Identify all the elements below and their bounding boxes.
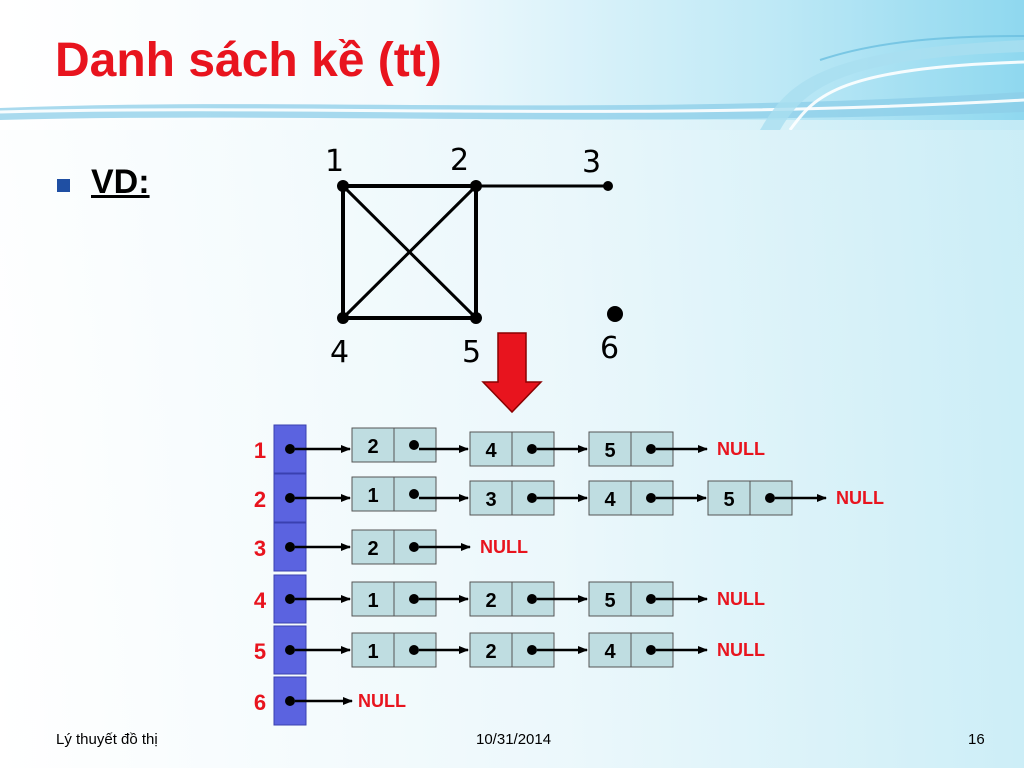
null-label: NULL — [358, 691, 406, 711]
pointer-dot — [285, 594, 295, 604]
bullet-square-icon — [57, 179, 70, 192]
footer-date: 10/31/2014 — [476, 731, 552, 748]
pointer-dot — [527, 444, 537, 454]
pointer-dot — [409, 594, 419, 604]
null-label: NULL — [836, 488, 884, 508]
pointer-dot — [285, 493, 295, 503]
graph-vertex-label-3: 3 — [582, 145, 601, 180]
graph-vertex-1 — [337, 180, 349, 192]
list-node-value: 4 — [604, 489, 616, 511]
list-node-value: 4 — [604, 641, 616, 663]
graph-edge-2-4 — [341, 184, 478, 320]
pointer-dot — [765, 493, 775, 503]
pointer-dot — [527, 493, 537, 503]
list-node-value: 5 — [604, 440, 615, 462]
graph-vertex-2 — [470, 180, 482, 192]
graph-vertex-4 — [337, 312, 349, 324]
list-node-value: 2 — [485, 641, 496, 663]
pointer-dot — [646, 493, 656, 503]
slide-title: Danh sách kề (tt) — [55, 34, 442, 87]
graph-vertex-label-4: 4 — [330, 335, 349, 370]
list-node-value: 5 — [604, 590, 615, 612]
graph-vertex-label-1: 1 — [325, 144, 344, 179]
pointer-dot — [646, 594, 656, 604]
red-down-arrow-icon — [481, 332, 543, 414]
null-label: NULL — [717, 439, 765, 459]
null-label: NULL — [717, 589, 765, 609]
list-node-value: 2 — [367, 538, 378, 560]
list-node-value: 2 — [367, 436, 378, 458]
graph-vertex-label-2: 2 — [450, 143, 469, 178]
pointer-dot — [409, 542, 419, 552]
pointer-dot — [285, 444, 295, 454]
graph-vertex-label-6: 6 — [600, 331, 619, 366]
pointer-dot — [527, 645, 537, 655]
pointer-dot — [409, 645, 419, 655]
graph-vertex-5 — [470, 312, 482, 324]
pointer-dot — [646, 645, 656, 655]
list-node-value: 1 — [367, 590, 378, 612]
footer-course-name: Lý thuyết đồ thị — [56, 731, 158, 748]
list-node-value: 1 — [367, 641, 378, 663]
graph-vertex-3 — [603, 181, 613, 191]
row-label: 6 — [254, 690, 266, 715]
pointer-dot — [285, 696, 295, 706]
header-swoosh-decoration — [0, 35, 1024, 130]
list-node-value: 1 — [367, 485, 378, 507]
graph-vertex-label-5: 5 — [462, 335, 481, 370]
pointer-dot — [285, 645, 295, 655]
list-node-value: 2 — [485, 590, 496, 612]
bullet-example-label: VD: — [91, 163, 150, 201]
footer-page-number: 16 — [968, 731, 985, 748]
row-label: 4 — [254, 588, 267, 613]
list-node-value: 5 — [723, 489, 734, 511]
graph-vertex-6 — [607, 306, 623, 322]
row-label: 5 — [254, 639, 266, 664]
row-label: 2 — [254, 487, 266, 512]
pointer-dot — [409, 489, 419, 499]
graph: 1 2 3 4 5 6 — [325, 143, 623, 370]
pointer-dot — [409, 440, 419, 450]
row-label: 1 — [254, 438, 266, 463]
pointer-dot — [646, 444, 656, 454]
list-node-value: 4 — [485, 440, 497, 462]
pointer-dot — [285, 542, 295, 552]
null-label: NULL — [480, 537, 528, 557]
pointer-dot — [527, 594, 537, 604]
null-label: NULL — [717, 640, 765, 660]
row-label: 3 — [254, 536, 266, 561]
list-node-value: 3 — [485, 489, 496, 511]
